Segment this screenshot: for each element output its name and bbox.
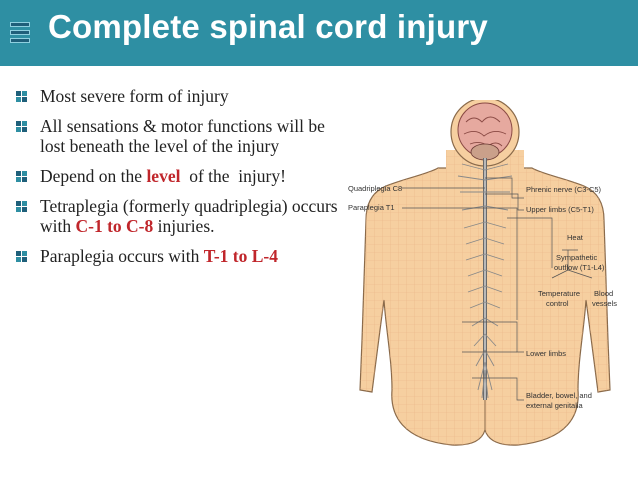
bullet-text: Tetraplegia (formerly quadriplegia) occu…: [40, 196, 338, 236]
bullet-item: All sensations & motor functions will be…: [14, 116, 349, 156]
leader-lines: [402, 177, 593, 401]
label-blood: vessels: [592, 299, 617, 308]
bullet-icon: [16, 251, 27, 262]
label-bladder: external genitalia: [526, 401, 584, 410]
bullet-text: injuries.: [153, 216, 215, 236]
bullet-list: Most severe form of injury All sensation…: [14, 86, 349, 276]
label-temperature: Temperature: [538, 289, 580, 298]
label-bladder: Bladder, bowel, and: [526, 391, 592, 400]
title-bar: Complete spinal cord injury: [0, 0, 638, 66]
label-phrenic: Phrenic nerve (C3-C5): [526, 185, 602, 194]
label-blood: Blood: [594, 289, 613, 298]
label-sympathetic: outflow (T1-L4): [554, 263, 605, 272]
bullet-text: Paraplegia occurs with: [40, 246, 204, 266]
bullet-icon: [16, 201, 27, 212]
label-sympathetic: Sympathetic: [556, 253, 598, 262]
bullet-highlight: T-1 to L-4: [203, 246, 278, 266]
bullet-text: of the injury!: [180, 166, 286, 186]
bullet-text: Most severe form of injury: [40, 86, 229, 106]
bullet-icon: [16, 91, 27, 102]
bullet-text: Depend on the: [40, 166, 147, 186]
spinal-cord: [457, 158, 513, 400]
label-quadriplegia: Quadriplegia C8: [348, 184, 402, 193]
label-lower-limbs: Lower limbs: [526, 349, 566, 358]
bullet-highlight: level: [146, 166, 181, 186]
bullet-item: Most severe form of injury: [14, 86, 349, 106]
bullet-item: Tetraplegia (formerly quadriplegia) occu…: [14, 196, 349, 236]
slide-menu-icon: [10, 22, 30, 50]
label-paraplegia: Paraplegia T1: [348, 203, 395, 212]
bullet-icon: [16, 121, 27, 132]
spinal-cord-diagram: Quadriplegia C8 Paraplegia T1 Phrenic ne…: [348, 100, 617, 446]
bullet-highlight: C-1 to C-8: [75, 216, 154, 236]
bullet-item: Paraplegia occurs with T-1 to L-4: [14, 246, 349, 266]
label-heat: Heat: [567, 233, 584, 242]
bullet-text: All sensations & motor functions will be…: [40, 116, 325, 156]
bullet-item: Depend on the level of the injury!: [14, 166, 349, 186]
label-temperature: control: [546, 299, 569, 308]
label-upper-limbs: Upper limbs (C5-T1): [526, 205, 594, 214]
bullet-icon: [16, 171, 27, 182]
slide-title: Complete spinal cord injury: [48, 8, 488, 45]
